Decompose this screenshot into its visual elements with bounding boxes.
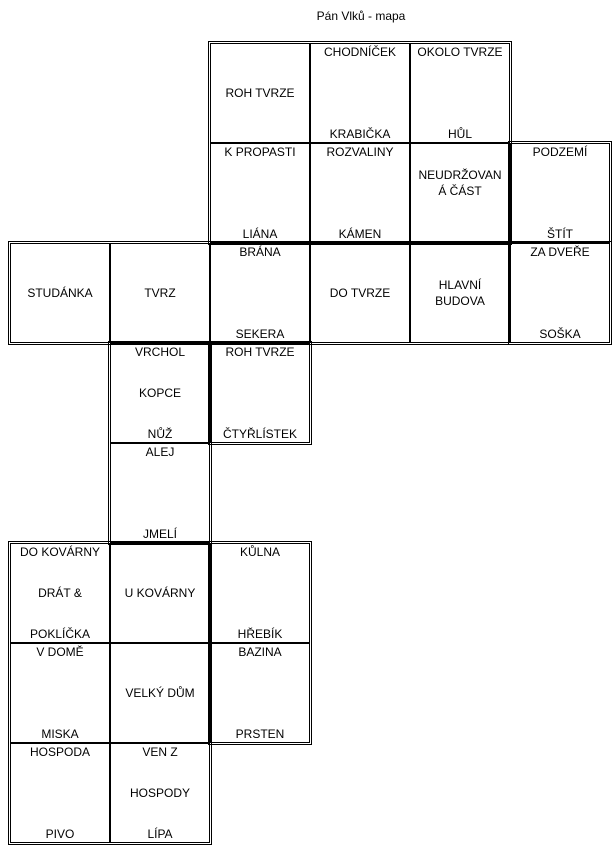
- room-name: ROH TVRZE: [225, 86, 295, 100]
- room-item: MISKA: [41, 727, 79, 741]
- room-alej: ALEJ JMELÍ: [110, 443, 210, 543]
- room-item: ŠTÍT: [547, 227, 573, 241]
- room-item: LÍPA: [147, 827, 173, 841]
- room-name: KŮLNA: [239, 545, 280, 559]
- room-item: JMELÍ: [142, 527, 177, 541]
- room-hlavni-budova: HLAVNÍ BUDOVA: [410, 243, 510, 343]
- room-okolo-tvrze: OKOLO TVRZE HŮL: [410, 43, 510, 143]
- room-name: NEUDRŽOVAN Á ČÁST: [418, 168, 502, 199]
- room-tvrz: TVRZ: [110, 243, 210, 343]
- room-velky-dum: VELKÝ DŮM: [110, 643, 210, 743]
- room-name: BAZINA: [238, 645, 282, 659]
- room-item: KÁMEN: [338, 227, 382, 241]
- room-name-cont: HOSPODY: [129, 786, 190, 800]
- room-neudrzovana-cast: NEUDRŽOVAN Á ČÁST: [410, 143, 510, 243]
- room-item: HŘEBÍK: [237, 627, 283, 641]
- room-roh-tvrze-1: ROH TVRZE: [210, 43, 310, 143]
- room-kulna: KŮLNA HŘEBÍK: [210, 543, 310, 643]
- room-name-cont: KOPCE: [138, 386, 181, 400]
- room-item: NŮŽ: [147, 427, 173, 441]
- room-roh-tvrze-2: ROH TVRZE ČTYŘLÍSTEK: [210, 343, 310, 443]
- room-item: POKLÍČKA: [29, 627, 91, 641]
- room-item: SOŠKA: [539, 327, 581, 341]
- room-name: OKOLO TVRZE: [417, 45, 503, 59]
- room-bazina: BAZINA PRSTEN: [210, 643, 310, 743]
- room-za-dvere: ZA DVEŘE SOŠKA: [510, 243, 610, 343]
- map-title: Pán Vlků - mapa: [316, 9, 406, 23]
- room-do-tvrze: DO TVRZE: [310, 243, 410, 343]
- room-item: LIÁNA: [242, 227, 278, 241]
- room-name: ROH TVRZE: [225, 345, 295, 359]
- room-item: ČTYŘLÍSTEK: [222, 427, 297, 441]
- room-name: U KOVÁRNY: [124, 586, 196, 600]
- room-name: V DOMĚ: [36, 645, 84, 659]
- room-chodnicek: CHODNÍČEK KRABIČKA: [310, 43, 410, 143]
- room-name: HOSPODA: [29, 745, 90, 759]
- room-item: HŮL: [447, 127, 472, 141]
- room-item-part: DRÁT &: [38, 586, 82, 600]
- room-name: CHODNÍČEK: [323, 45, 396, 59]
- room-rozvaliny: ROZVALINY KÁMEN: [310, 143, 410, 243]
- outline-roh-tvrze: [208, 341, 312, 445]
- room-ven-z-hospody: VEN Z HOSPODY LÍPA: [110, 743, 210, 843]
- room-name: TVRZ: [144, 286, 176, 300]
- room-name: ZA DVEŘE: [530, 245, 590, 259]
- room-podzemi: PODZEMÍ ŠTÍT: [510, 143, 610, 243]
- room-item: PRSTEN: [235, 727, 285, 741]
- room-name: HLAVNÍ BUDOVA: [435, 278, 485, 308]
- room-vrchol-kopce: VRCHOL KOPCE NŮŽ: [110, 343, 210, 443]
- room-name: DO TVRZE: [329, 286, 391, 300]
- room-hospoda: HOSPODA PIVO: [10, 743, 110, 843]
- outline-column: [108, 341, 212, 545]
- room-name: BRÁNA: [239, 245, 281, 259]
- room-studanka: STUDÁNKA: [10, 243, 110, 343]
- room-k-propasti: K PROPASTI LIÁNA: [210, 143, 310, 243]
- room-name: VEN Z: [142, 745, 178, 759]
- room-item: PIVO: [45, 827, 75, 841]
- room-name: STUDÁNKA: [27, 286, 93, 300]
- room-name: ROZVALINY: [326, 145, 394, 159]
- room-name: PODZEMÍ: [532, 145, 588, 159]
- room-name: VRCHOL: [134, 345, 185, 359]
- room-name: K PROPASTI: [224, 145, 296, 159]
- room-u-kovarny: U KOVÁRNY: [110, 543, 210, 643]
- room-item: SEKERA: [235, 327, 285, 341]
- room-brana: BRÁNA SEKERA: [210, 243, 310, 343]
- room-do-kovarny: DO KOVÁRNY DRÁT & POKLÍČKA: [10, 543, 110, 643]
- room-name: ALEJ: [145, 445, 175, 459]
- room-name: VELKÝ DŮM: [125, 686, 195, 700]
- room-name: DO KOVÁRNY: [19, 545, 100, 559]
- room-item: KRABIČKA: [329, 127, 391, 141]
- room-v-dome: V DOMĚ MISKA: [10, 643, 110, 743]
